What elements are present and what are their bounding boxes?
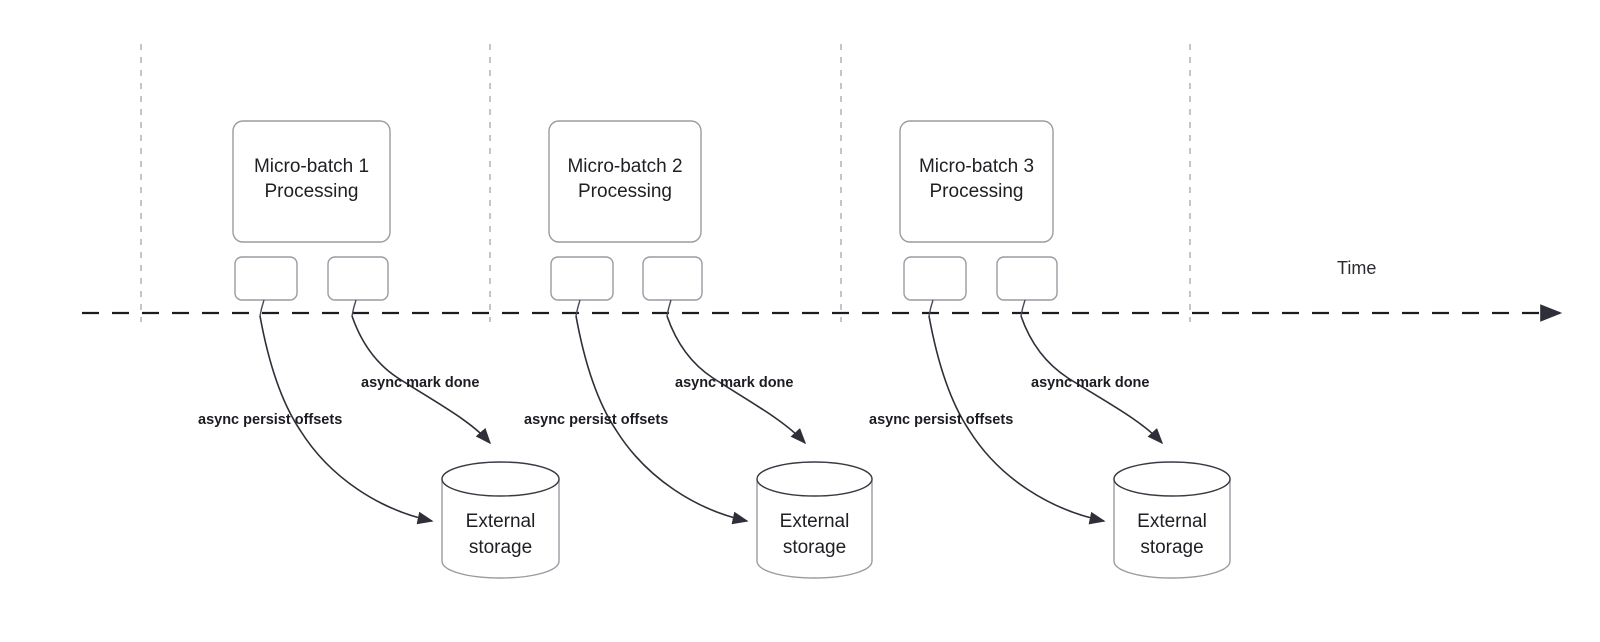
micro-batch-2-label-line2: Processing bbox=[578, 181, 672, 202]
micro-batch-2-storage-label-line1: External bbox=[780, 511, 850, 532]
micro-batch-3-mark-done-arrow bbox=[1020, 315, 1164, 445]
micro-batch-2-tick-a-stem bbox=[575, 299, 581, 317]
micro-batch-3-label-line1: Micro-batch 3 bbox=[919, 156, 1034, 177]
micro-batch-3-processing-box[interactable] bbox=[899, 120, 1054, 243]
micro-batch-1-mark-done-label: async mark done bbox=[361, 375, 479, 391]
micro-batch-1-mark-done-arrow bbox=[351, 315, 492, 445]
micro-batch-2-mark-done-arrow bbox=[666, 315, 807, 445]
micro-batch-1-tick-box-b[interactable] bbox=[327, 256, 389, 301]
micro-batch-1-storage-label-line2: storage bbox=[469, 537, 532, 558]
micro-batch-3-persist-offsets-label: async persist offsets bbox=[869, 412, 1013, 428]
micro-batch-2-processing-box[interactable] bbox=[548, 120, 702, 243]
micro-batch-3-tick-box-b[interactable] bbox=[996, 256, 1058, 301]
micro-batch-2-tick-box-b[interactable] bbox=[642, 256, 703, 301]
micro-batch-2-label-line1: Micro-batch 2 bbox=[567, 156, 682, 177]
micro-batch-3-storage-label-line2: storage bbox=[1140, 537, 1203, 558]
micro-batch-2-external-storage-cylinder[interactable]: External storage bbox=[756, 461, 873, 579]
micro-batch-group-3: Micro-batch 3 Processing async persist o… bbox=[869, 120, 1231, 579]
micro-batch-3-persist-offsets-arrow bbox=[928, 315, 1106, 525]
micro-batch-1-tick-b-stem bbox=[351, 299, 357, 317]
micro-batch-1-persist-offsets-arrow bbox=[259, 315, 434, 525]
micro-batch-1-persist-offsets-label: async persist offsets bbox=[198, 412, 342, 428]
time-axis: Time bbox=[82, 258, 1563, 322]
micro-batch-3-tick-a-stem bbox=[928, 299, 934, 317]
micro-batch-2-mark-done-label: async mark done bbox=[675, 375, 793, 391]
micro-batch-3-tick-b-stem bbox=[1020, 299, 1026, 317]
micro-batch-1-label-line1: Micro-batch 1 bbox=[254, 156, 369, 177]
micro-batch-1-storage-label-line1: External bbox=[466, 511, 536, 532]
micro-batch-1-tick-box-a[interactable] bbox=[234, 256, 298, 301]
micro-batch-2-persist-offsets-arrow bbox=[575, 315, 749, 525]
time-axis-label: Time bbox=[1337, 258, 1376, 278]
micro-batch-3-mark-done-label: async mark done bbox=[1031, 375, 1149, 391]
micro-batch-group-2: Micro-batch 2 Processing async persist o… bbox=[524, 120, 873, 579]
micro-batch-group-1: Micro-batch 1 Processing async persist o… bbox=[198, 120, 560, 579]
micro-batch-1-processing-box[interactable] bbox=[232, 120, 391, 243]
micro-batch-2-tick-b-stem bbox=[666, 299, 672, 317]
micro-batch-3-storage-label-line1: External bbox=[1137, 511, 1207, 532]
micro-batch-3-external-storage-cylinder[interactable]: External storage bbox=[1113, 461, 1231, 579]
micro-batch-2-storage-label-line2: storage bbox=[783, 537, 846, 558]
micro-batch-3-tick-box-a[interactable] bbox=[903, 256, 967, 301]
micro-batch-3-label-line2: Processing bbox=[930, 181, 1024, 202]
micro-batch-1-label-line2: Processing bbox=[265, 181, 359, 202]
micro-batch-1-tick-a-stem bbox=[259, 299, 265, 317]
micro-batch-1-external-storage-cylinder[interactable]: External storage bbox=[441, 461, 560, 579]
micro-batch-2-persist-offsets-label: async persist offsets bbox=[524, 412, 668, 428]
micro-batch-2-tick-box-a[interactable] bbox=[550, 256, 614, 301]
